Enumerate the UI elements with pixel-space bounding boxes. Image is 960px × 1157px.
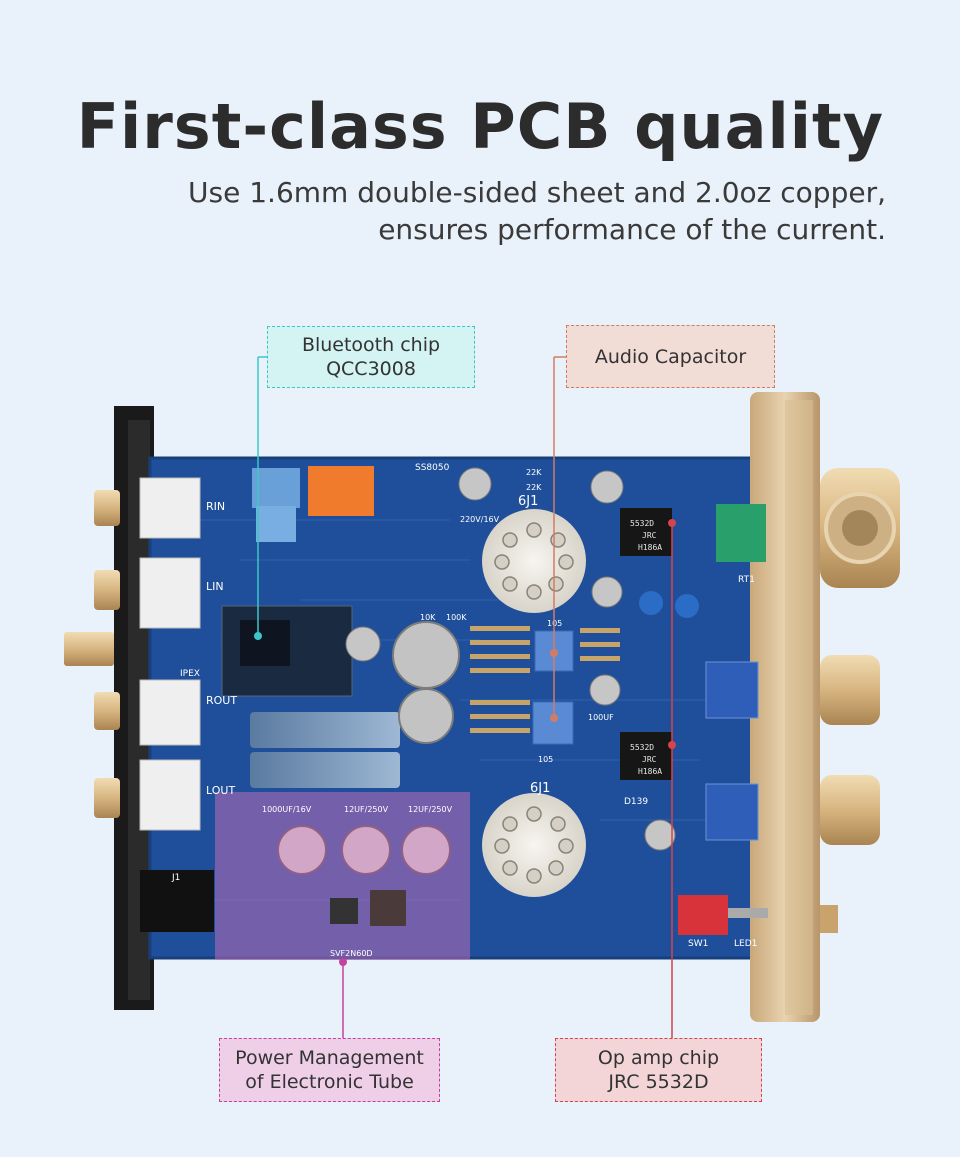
- callout-opamp-line1: Op amp chip: [597, 1047, 720, 1069]
- callout-power-line1: Power Management: [235, 1047, 424, 1069]
- film-capacitor-1: [250, 712, 400, 748]
- bluetooth-leader: [254, 356, 267, 640]
- label-volt: 220V/16V: [460, 515, 500, 524]
- label-lin: LIN: [206, 580, 224, 593]
- chip-top-line3: H186A: [638, 543, 662, 552]
- callout-bluetooth-line1: Bluetooth chip: [301, 334, 441, 356]
- audio-capacitor-leader: [550, 356, 566, 722]
- label-rt1: RT1: [738, 575, 755, 585]
- label-10k: 10K: [420, 613, 436, 622]
- subtitle-line-2: ensures performance of the current.: [378, 213, 886, 246]
- chip-bottom-line1: 5532D: [630, 743, 654, 752]
- opamp-chip-top: [620, 508, 672, 556]
- subtitle-line-1: Use 1.6mm double-sided sheet and 2.0oz c…: [188, 176, 886, 209]
- power-management-region: [215, 792, 470, 960]
- label-rout: ROUT: [206, 694, 237, 707]
- label-ipex: IPEX: [180, 669, 200, 679]
- label-105-b: 105: [538, 755, 553, 764]
- callout-bluetooth-chip: Bluetooth chip QCC3008: [267, 326, 475, 388]
- label-100uf: 100UF: [588, 713, 614, 722]
- label-cap-1000: 1000UF/16V: [262, 805, 312, 814]
- label-d139: D139: [624, 797, 648, 807]
- label-sw1: SW1: [688, 939, 708, 949]
- label-cap-12b: 12UF/250V: [408, 805, 453, 814]
- callout-power-line2: of Electronic Tube: [245, 1071, 414, 1093]
- page-title: First-class PCB quality: [76, 90, 884, 163]
- label-22k-a: 22K: [526, 468, 542, 477]
- label-ss8050: SS8050: [415, 463, 450, 473]
- label-tube-bottom: 6J1: [530, 781, 550, 796]
- chip-bottom-line3: H186A: [638, 767, 662, 776]
- callout-power-management: Power Management of Electronic Tube: [219, 1038, 440, 1102]
- callout-bluetooth-line2: QCC3008: [326, 358, 416, 380]
- film-capacitor-2: [250, 752, 400, 788]
- label-rin: RIN: [206, 500, 225, 513]
- audio-capacitor-2: [532, 701, 574, 745]
- label-cap-12a: 12UF/250V: [344, 805, 389, 814]
- page-subtitle: Use 1.6mm double-sided sheet and 2.0oz c…: [86, 174, 886, 248]
- power-leader: [339, 958, 347, 1038]
- label-lout: LOUT: [206, 784, 235, 797]
- callout-opamp-line2: JRC 5532D: [608, 1071, 709, 1093]
- label-svf: SVF2N60D: [330, 949, 373, 958]
- label-100k: 100K: [446, 613, 467, 622]
- chip-top-line2: JRC: [642, 531, 657, 540]
- chip-top-line1: 5532D: [630, 519, 654, 528]
- left-connectors: [64, 477, 214, 932]
- right-rca-jacks: [820, 468, 900, 933]
- opamp-chip-bottom: [620, 732, 672, 780]
- callout-opamp-chip: Op amp chip JRC 5532D: [555, 1038, 762, 1102]
- label-22k-b: 22K: [526, 483, 542, 492]
- callout-audio-line1: Audio Capacitor: [594, 345, 747, 368]
- label-j1: J1: [171, 873, 180, 883]
- label-led1: LED1: [734, 939, 757, 949]
- opamp-leader: [668, 519, 676, 1038]
- chip-bottom-line2: JRC: [642, 755, 657, 764]
- callout-audio-capacitor: Audio Capacitor: [566, 325, 775, 388]
- label-tube-top: 6J1: [518, 494, 538, 509]
